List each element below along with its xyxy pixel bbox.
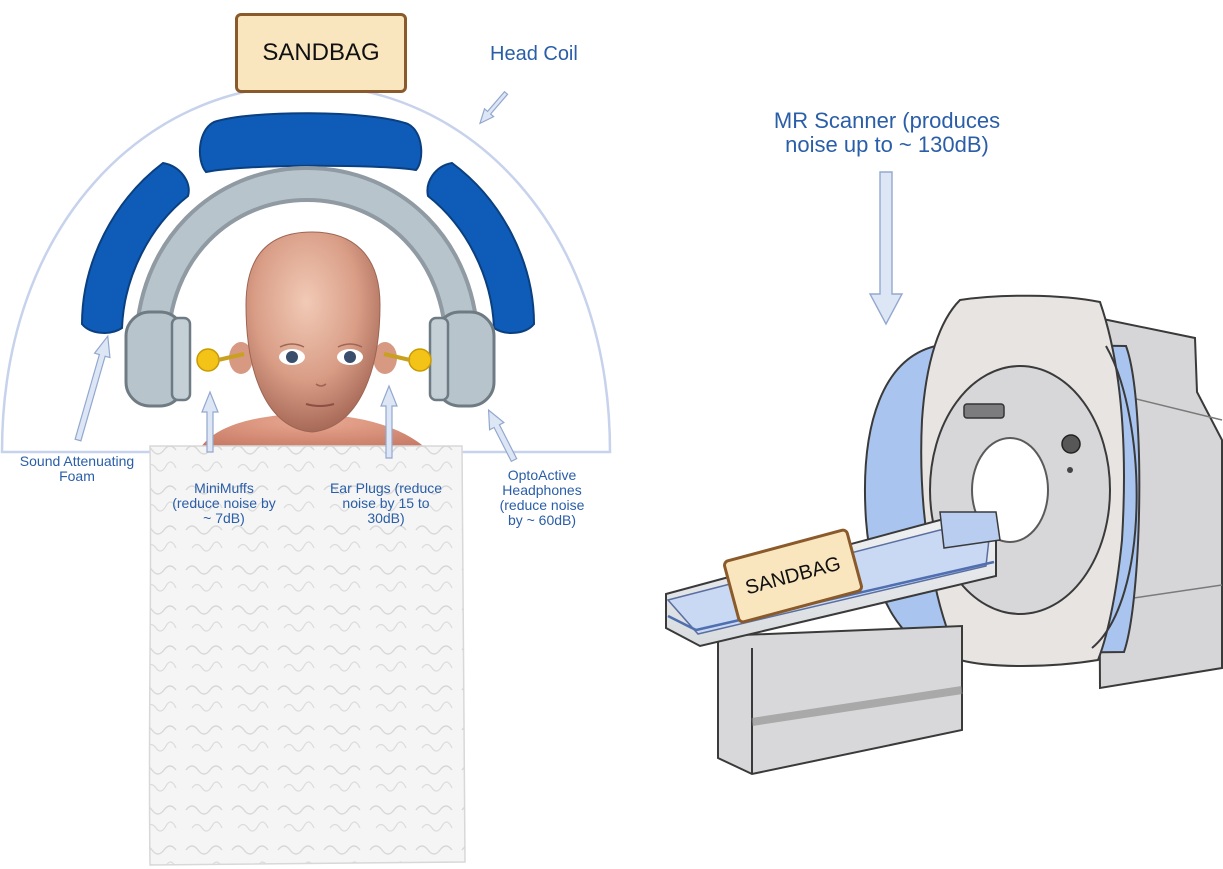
arrow-scanner-noise [870,172,902,324]
earplugs-label: Ear Plugs (reduce noise by 15 to 30dB) [316,481,456,526]
foam-label: Sound Attenuating Foam [6,454,148,484]
sandbag-left-label: SANDBAG [262,39,379,67]
head-coil-label: Head Coil [490,44,578,66]
sandbag-left: SANDBAG [235,13,407,93]
sandbag-right-label: SANDBAG [743,552,843,600]
arrow-head-coil [475,89,510,127]
headphones-label: OptoActive Headphones (reduce noise by ~… [486,468,598,528]
scanner-label: MR Scanner (produces noise up to ~ 130dB… [752,109,1022,157]
minimuffs-label: MiniMuffs (reduce noise by ~ 7dB) [158,481,290,526]
